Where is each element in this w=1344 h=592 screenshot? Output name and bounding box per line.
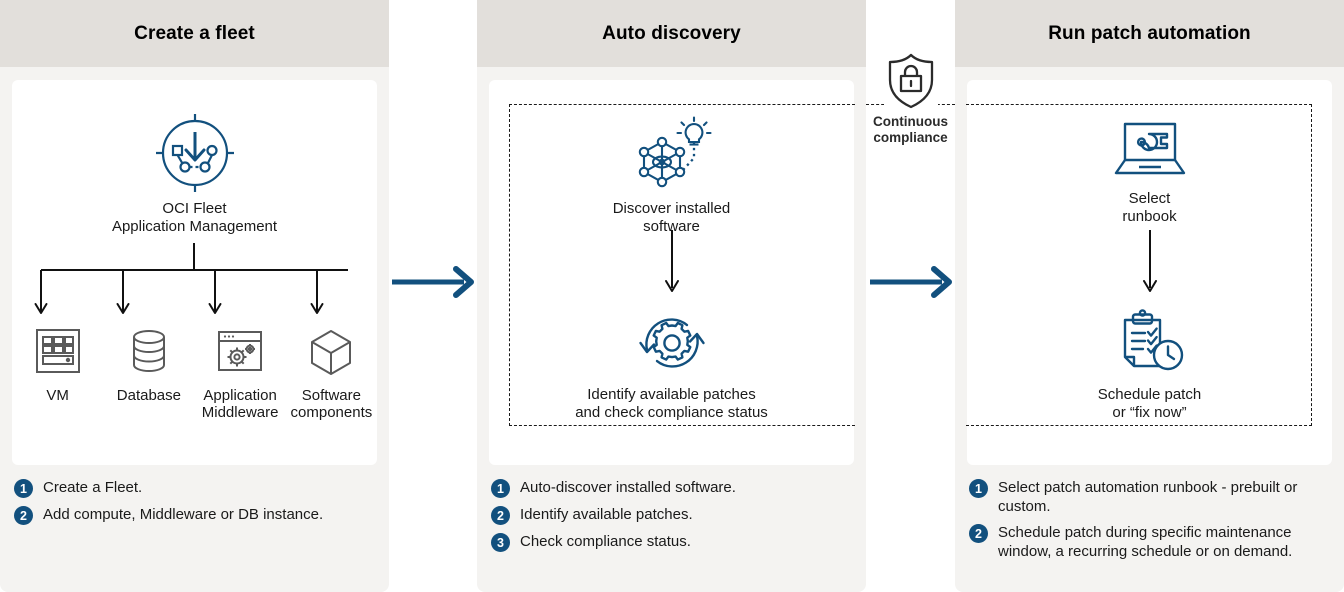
node-label: Discover installed software [489,200,854,236]
tree-connector [34,243,348,314]
column-title: Auto discovery [602,22,741,44]
resource-database: Database [103,325,194,421]
card-run-patch-automation: Select runbook [966,80,1332,465]
resource-vm: VM [12,325,103,421]
resource-label-line1: Database [116,387,181,404]
resource-label: Software components [286,387,377,421]
card-create-a-fleet: OCI Fleet Application Management [12,80,377,465]
list-item: 3 Check compliance status. [491,532,856,552]
column-header-auto-discovery: Auto discovery [477,0,866,67]
column-auto-discovery: Auto discovery [477,0,866,592]
resource-label-line1: VM [46,387,69,404]
node-discover-software: Discover installed software [489,116,854,236]
step-number-badge: 1 [14,479,33,498]
node-label-line1: Schedule patch [1097,386,1202,403]
hub-label-line2: Application Management [111,218,278,235]
node-label-line2: and check compliance status [575,404,768,421]
list-item: 2 Add compute, Middleware or DB instance… [14,505,379,525]
step-number-badge: 1 [969,479,988,498]
resource-label-line1: Software [301,387,361,404]
list-item: 1 Auto-discover installed software. [491,478,856,498]
application-middleware-icon [218,331,263,371]
column-title: Run patch automation [1048,22,1251,44]
step-text: Select patch automation runbook - prebui… [998,479,1298,515]
resource-application-middleware: Application Middleware [195,325,286,421]
vm-icon [35,329,80,373]
flow-arrow-right-2 [870,266,952,298]
step-number-badge: 2 [969,524,988,543]
column-title: Create a fleet [134,22,255,44]
node-label-line1: Select [1128,190,1171,207]
steps-auto-discovery: 1 Auto-discover installed software. 2 Id… [491,478,856,559]
select-runbook-laptop-icon [1114,122,1185,175]
node-identify-patches: Identify available patches and check com… [489,308,854,422]
fleet-application-management-label: OCI Fleet Application Management [12,200,377,236]
node-label-line1: Discover installed [612,200,731,217]
compliance-label-line1: Continuous [873,114,948,129]
column-run-patch-automation: Run patch automation Select [955,0,1344,592]
column-create-a-fleet: Create a fleet [0,0,389,592]
step-text: Identify available patches. [520,506,693,523]
column-header-run-patch-automation: Run patch automation [955,0,1344,67]
resource-label: Application Middleware [195,387,286,421]
resource-label-line2: components [290,404,373,421]
database-icon [132,330,165,372]
step-text: Check compliance status. [520,533,691,550]
resource-label: Database [103,387,194,404]
discover-software-icon [638,116,712,188]
step-number-badge: 2 [14,506,33,525]
fleet-application-management-icon [152,110,238,201]
card-auto-discovery: Discover installed software [489,80,855,465]
list-item: 1 Create a Fleet. [14,478,379,498]
step-number-badge: 3 [491,533,510,552]
list-item: 1 Select patch automation runbook - preb… [969,478,1334,516]
patch-compliance-gear-icon [638,318,705,368]
step-text: Create a Fleet. [43,479,143,496]
steps-create-a-fleet: 1 Create a Fleet. 2 Add compute, Middlew… [14,478,379,532]
node-label: Select runbook [967,190,1332,226]
resource-label: VM [12,387,103,404]
resource-software-components: Software components [286,325,377,421]
step-text: Add compute, Middleware or DB instance. [43,506,324,523]
compliance-label-line2: compliance [873,130,948,145]
steps-run-patch-automation: 1 Select patch automation runbook - preb… [969,478,1334,568]
node-label-line2: or “fix now” [1112,404,1187,421]
continuous-compliance-label: Continuous compliance [866,114,955,146]
column-header-create-a-fleet: Create a fleet [0,0,389,67]
hub-label-line1: OCI Fleet [162,200,227,217]
node-label-line1: Identify available patches [587,386,756,403]
fleet-resource-types: VM Database [12,325,377,421]
node-label: Identify available patches and check com… [489,386,854,422]
step-number-badge: 2 [491,506,510,525]
node-label-line2: runbook [1122,208,1177,225]
node-select-runbook: Select runbook [967,116,1332,226]
node-label-line2: software [643,218,700,235]
schedule-patch-clipboard-clock-icon [1123,309,1183,371]
node-schedule-patch: Schedule patch or “fix now” [967,308,1332,422]
step-text: Schedule patch during specific maintenan… [998,524,1293,560]
resource-label-line2: Middleware [201,404,279,421]
list-item: 2 Schedule patch during specific mainten… [969,523,1334,561]
shield-lock-icon [888,53,933,109]
flow-arrow-down [1142,230,1157,292]
continuous-compliance-badge: Continuous compliance [866,52,955,146]
step-text: Auto-discover installed software. [520,479,736,496]
list-item: 2 Identify available patches. [491,505,856,525]
flow-arrow-down [664,230,679,292]
step-number-badge: 1 [491,479,510,498]
resource-label-line1: Application [203,387,277,404]
node-label: Schedule patch or “fix now” [967,386,1332,422]
flow-arrow-right-1 [392,266,474,298]
software-components-icon [311,330,352,375]
